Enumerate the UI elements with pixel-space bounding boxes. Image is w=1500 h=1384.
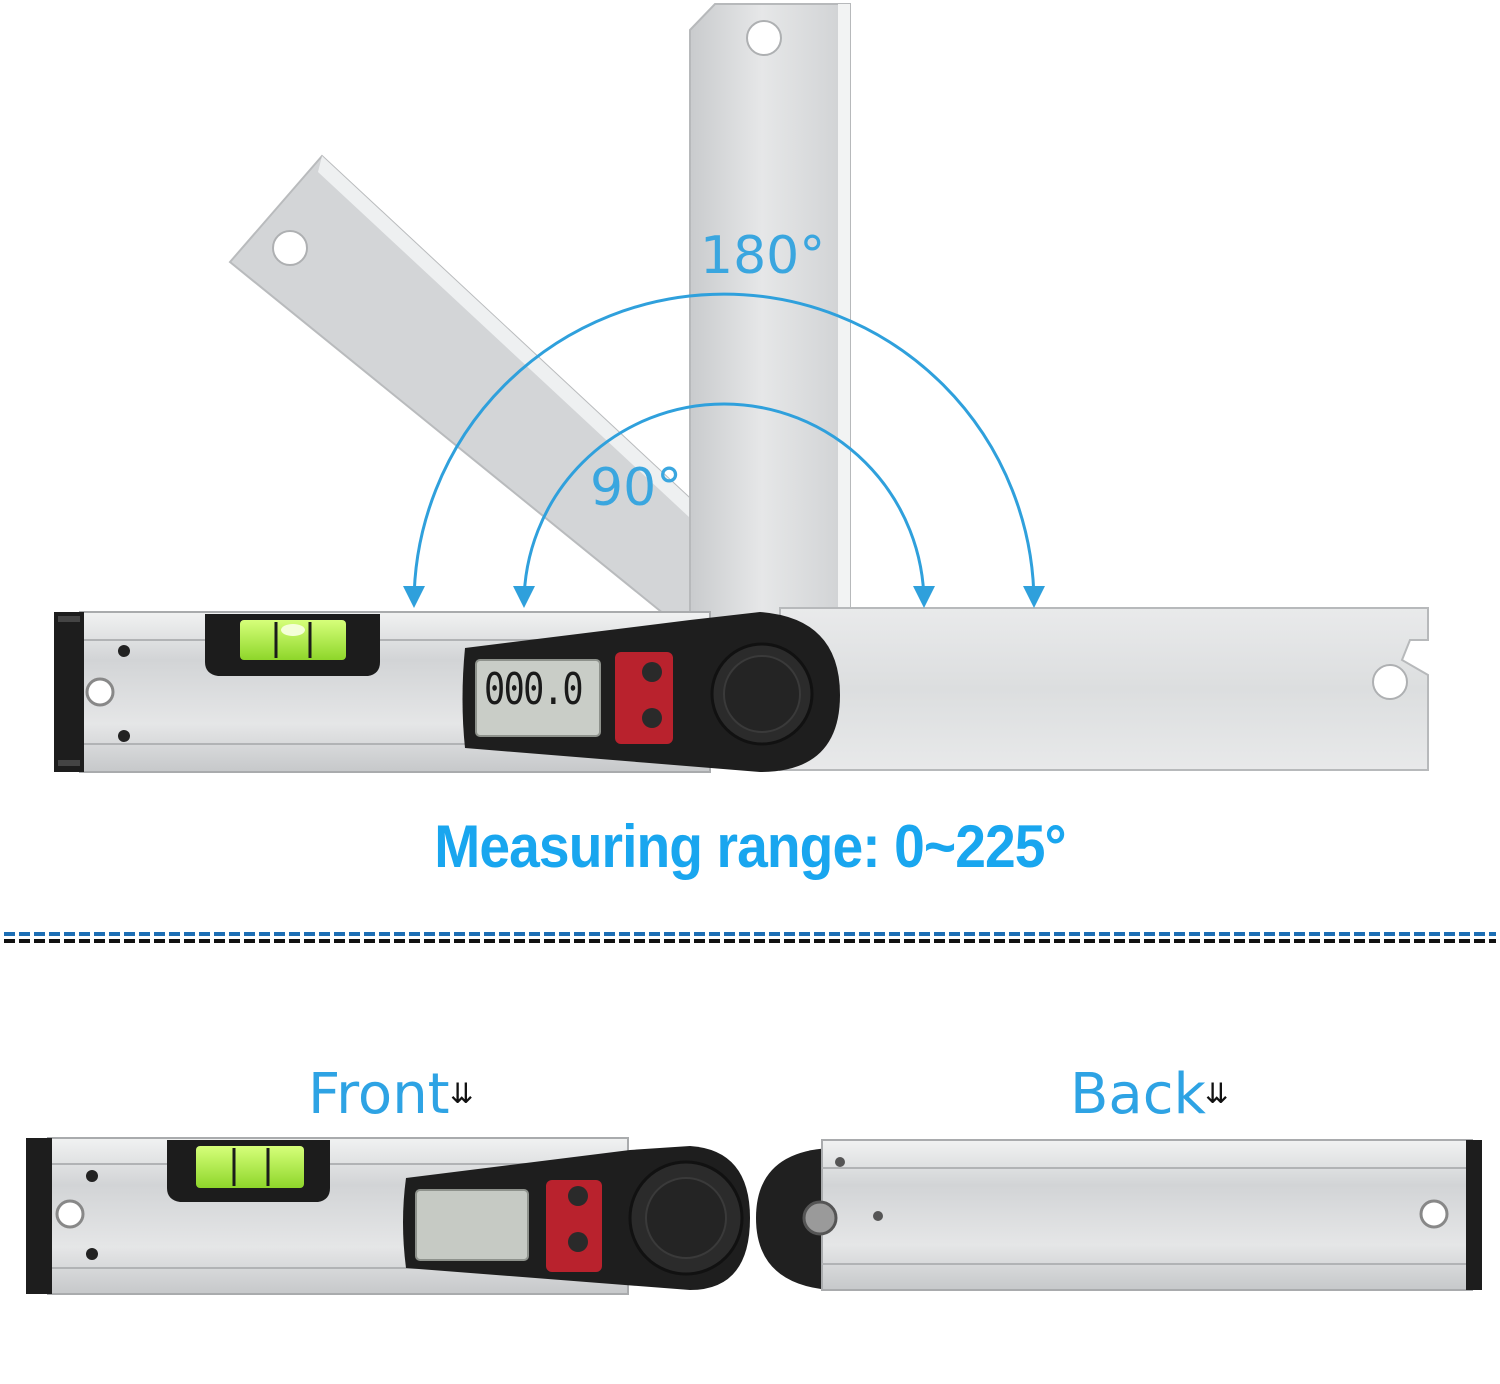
measuring-range-headline: Measuring range: 0~225°: [434, 813, 1066, 880]
blade-hole-icon: [272, 230, 308, 266]
hanging-hole-icon: [1419, 1199, 1449, 1229]
lcd-screen: [475, 659, 601, 737]
arrow-head-icon: [913, 586, 935, 608]
back-view: [756, 1139, 1482, 1291]
end-cap: [54, 612, 84, 772]
pivot-nut-icon: [802, 1200, 838, 1236]
lcd-screen: [415, 1189, 529, 1261]
hanging-hole-icon: [85, 677, 115, 707]
back-view-label: Back: [1070, 1062, 1206, 1127]
blade-hole-icon: [746, 20, 782, 56]
front-view-label: Front: [308, 1062, 450, 1127]
angle-90-label: 90°: [590, 458, 683, 518]
horizontal-blade: [779, 607, 1429, 771]
down-double-arrow-icon: ⇊: [1205, 1077, 1229, 1110]
arc-180: [412, 292, 1036, 605]
zero-button: [642, 662, 662, 682]
bubble-vial: [196, 1146, 304, 1188]
vertical-blade: [689, 3, 851, 641]
button-panel: [615, 652, 673, 744]
hanging-hole-icon: [55, 1199, 85, 1229]
lcd-reading: 000.0: [484, 664, 584, 715]
bubble-vial: [240, 620, 346, 660]
blade-hole-icon: [1372, 664, 1408, 700]
down-double-arrow-icon: ⇊: [450, 1077, 474, 1110]
dashed-separator: [4, 932, 1496, 943]
angle-180-label: 180°: [700, 226, 826, 286]
arc-90: [522, 402, 926, 605]
hold-button: [642, 708, 662, 728]
front-view: [26, 1137, 750, 1295]
arrow-head-icon: [403, 586, 425, 608]
arrow-head-icon: [513, 586, 535, 608]
level-body: [54, 611, 840, 773]
arrow-head-icon: [1023, 586, 1045, 608]
